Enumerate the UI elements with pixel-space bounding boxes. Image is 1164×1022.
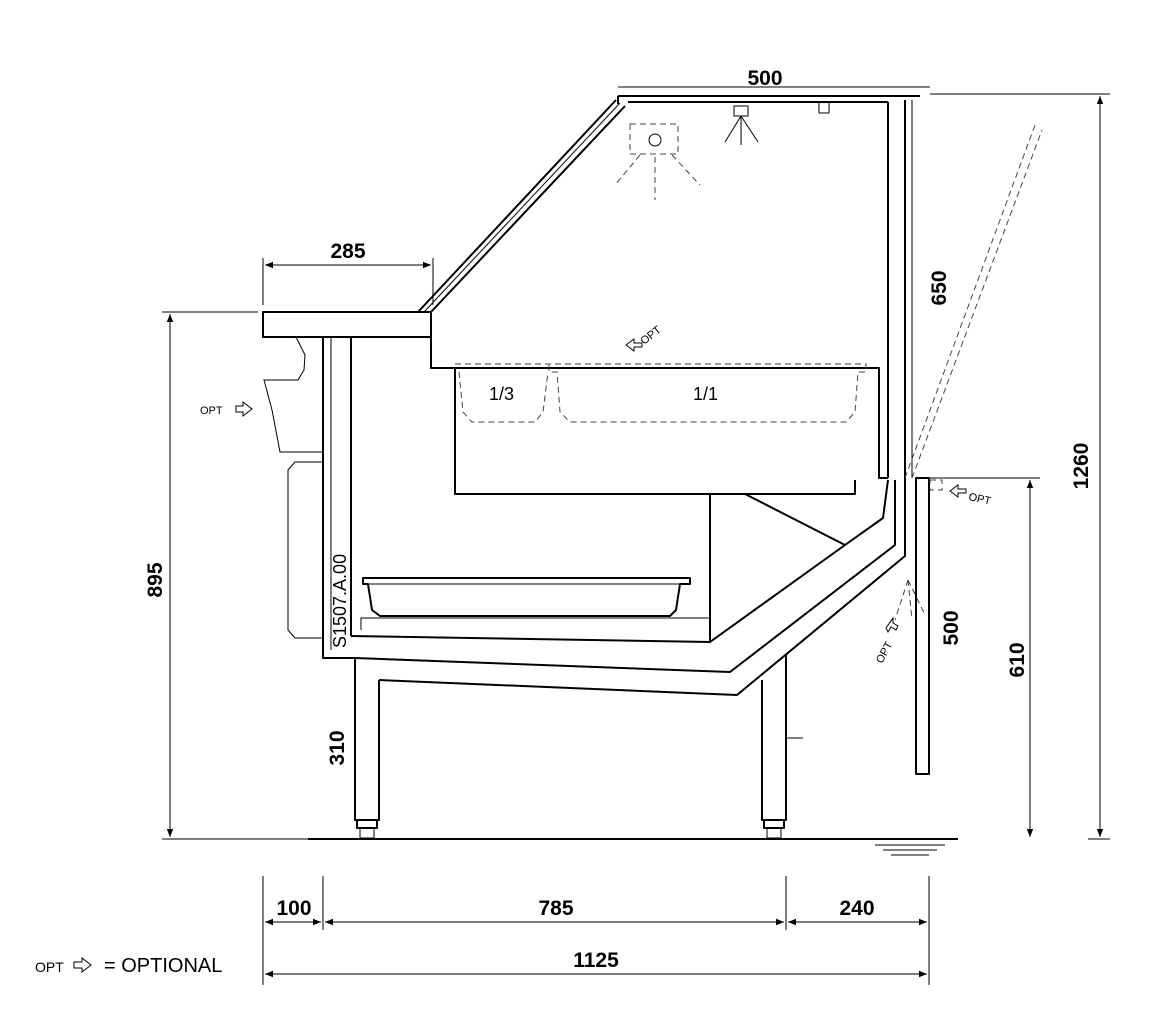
dim-rear-panel: 500 — [940, 610, 963, 645]
opt-label-front: OPT — [200, 405, 223, 417]
opt-arrow-rear — [949, 484, 967, 498]
container-label-third: 1/3 — [489, 384, 514, 404]
dim-shelf-depth: 285 — [330, 240, 365, 263]
dim-counter-height: 895 — [144, 562, 167, 597]
model-code: S1507.A.00 — [330, 554, 350, 648]
dim-rear-offset: 240 — [839, 897, 874, 920]
dim-rear-height: 610 — [1006, 642, 1029, 677]
dim-top-depth: 500 — [747, 67, 782, 90]
dim-total-height: 1260 — [1070, 443, 1093, 490]
dim-base-height: 310 — [326, 730, 349, 765]
opt-arrow-well — [625, 338, 643, 352]
optional-parts — [263, 105, 1043, 639]
legend-marker: OPT — [35, 959, 64, 975]
opt-arrow-base — [885, 616, 899, 634]
dimension-lines — [162, 86, 1110, 985]
dim-canopy-height: 650 — [928, 270, 951, 305]
opt-arrow-front — [235, 400, 253, 418]
opt-label-rear: OPT — [967, 491, 992, 507]
legend-arrow-icon — [73, 956, 92, 974]
container-label-full: 1/1 — [693, 384, 718, 404]
dim-base-width: 785 — [538, 897, 573, 920]
cabinet-outline — [262, 95, 958, 856]
legend-text: = OPTIONAL — [104, 955, 222, 977]
opt-label-base: OPT — [874, 640, 895, 666]
opt-label-well: OPT — [638, 324, 663, 348]
dim-total-depth: 1125 — [573, 949, 619, 972]
dim-front-offset: 100 — [276, 897, 311, 920]
